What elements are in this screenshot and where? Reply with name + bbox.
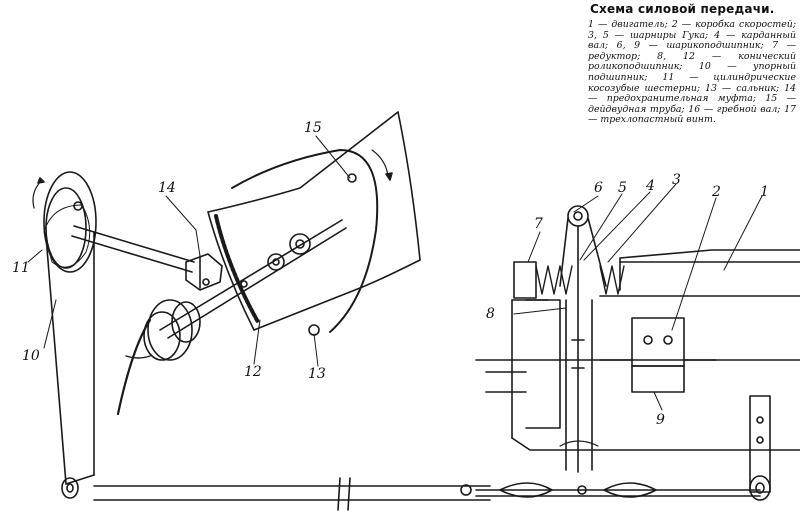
legend-title: Схема силовой передачи.	[590, 2, 775, 16]
belt-10	[45, 231, 95, 499]
label-5: 5	[618, 180, 627, 196]
label-14: 14	[158, 180, 176, 196]
label-12: 12	[244, 364, 262, 380]
engine-1	[475, 249, 800, 451]
label-8: 8	[486, 306, 495, 322]
gear-pulley-11	[32, 171, 97, 273]
label-3: 3	[672, 172, 681, 188]
drive-shaft	[71, 225, 195, 273]
legend-text: 1 — двигатель; 2 — коробка скоростей; 3,…	[588, 19, 796, 126]
propeller-shaft-16	[159, 219, 347, 339]
propeller-17	[116, 299, 201, 416]
gearbox-2	[599, 317, 717, 393]
cardan-joint-3-5	[559, 205, 607, 473]
legend-panel: Схема силовой передачи. 1 — двигатель; 2…	[588, 2, 796, 126]
label-6: 6	[594, 180, 603, 196]
right-pulley	[749, 395, 771, 501]
label-1: 1	[760, 184, 769, 200]
label-11: 11	[12, 260, 30, 276]
label-7: 7	[534, 216, 543, 232]
label-13: 13	[308, 366, 326, 382]
hull-section	[207, 111, 421, 331]
label-2: 2	[711, 184, 721, 200]
label-15: 15	[304, 120, 322, 136]
leader-lines	[27, 135, 763, 411]
safety-coupling-14	[185, 229, 223, 291]
label-4: 4	[645, 178, 655, 194]
bearing-8	[485, 299, 561, 429]
part-labels: 1 2 3 4 5 6 7 8 9 10 11 12 13 14 15	[12, 120, 769, 428]
control-linkage	[93, 477, 761, 511]
stern-tube-15	[231, 149, 393, 336]
reducer-7	[513, 261, 625, 299]
label-9: 9	[656, 412, 665, 428]
label-10: 10	[22, 348, 40, 364]
